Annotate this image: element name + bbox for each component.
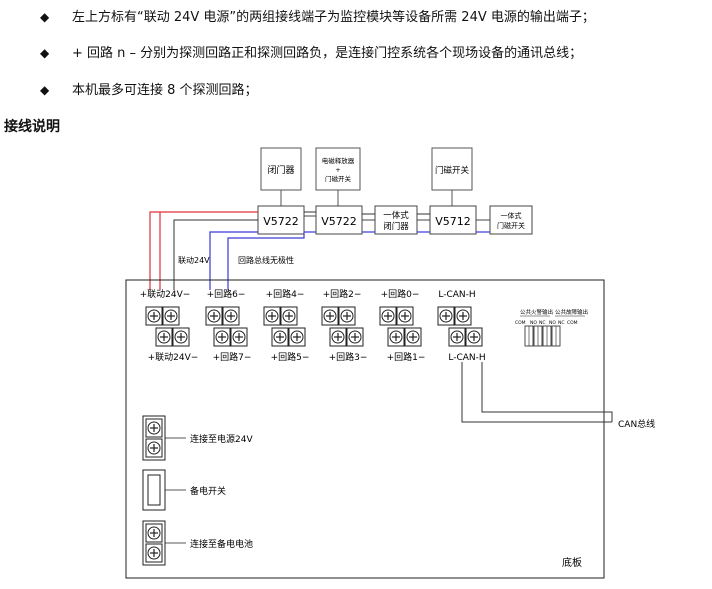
- power-terminal-label: 连接至电源24V: [190, 433, 253, 445]
- svg-text:NO: NO: [549, 320, 556, 326]
- svg-text:COM: COM: [515, 320, 526, 326]
- bullet-item-3: ◆ 本机最多可连接 8 个探测回路；: [40, 81, 258, 100]
- terminal-label-top: +联动24V−: [140, 289, 191, 300]
- terminal-label-bottom: +回路3−: [329, 351, 368, 363]
- bullet-text: + 回路 n – 分别为探测回路正和探测回路负，是连接门控系统各个现场设备的通讯…: [72, 46, 583, 61]
- bullet-item-1: ◆ 左上方标有“联动 24V 电源”的两组接线端子为监控模块等设备所需 24V 电…: [40, 8, 595, 27]
- diamond-bullet-icon: ◆: [40, 46, 50, 60]
- svg-text:公共故障输出: 公共故障输出: [555, 308, 588, 316]
- svg-text:一体式: 一体式: [501, 211, 522, 220]
- svg-text:+: +: [335, 166, 340, 174]
- output-terminals: 公共火警输出 公共故障输出 COM NO NC NO NC COM: [515, 308, 588, 347]
- section-heading: 接线说明: [4, 119, 60, 135]
- device-door-closer: 闭门器: [260, 147, 302, 191]
- battery-terminal: [142, 520, 186, 566]
- svg-text:NO: NO: [530, 320, 537, 326]
- backup-power-switch: [142, 469, 186, 511]
- svg-text:COM: COM: [567, 320, 578, 326]
- svg-text:V5722: V5722: [321, 215, 357, 228]
- svg-text:NC: NC: [558, 320, 565, 326]
- terminal-label-bottom: L-CAN-H: [448, 353, 485, 363]
- terminal-label-bottom: +回路5−: [271, 351, 310, 363]
- device-em-lock-switch: 电磁释放器 + 门磁开关: [315, 147, 361, 191]
- terminal-label-top: +回路0−: [381, 288, 420, 300]
- svg-text:门磁开关: 门磁开关: [497, 221, 525, 230]
- main-board: [125, 279, 605, 579]
- bullet-text: 本机最多可连接 8 个探测回路；: [72, 83, 258, 98]
- device-integrated-switch: 一体式 门磁开关: [489, 205, 533, 235]
- module-v5712: V5712: [429, 205, 477, 235]
- svg-text:V5712: V5712: [435, 215, 471, 228]
- svg-text:V5722: V5722: [263, 215, 299, 228]
- bullet-item-2: ◆ + 回路 n – 分别为探测回路正和探测回路负，是连接门控系统各个现场设备的通…: [40, 44, 582, 63]
- svg-text:闭门器: 闭门器: [267, 164, 294, 176]
- module-v5722-a: V5722: [257, 205, 305, 235]
- svg-text:门磁开关: 门磁开关: [435, 165, 470, 176]
- can-bus-wires: [461, 362, 613, 423]
- can-bus-label: CAN总线: [618, 418, 655, 430]
- terminal-block-bottom: [155, 327, 483, 347]
- device-door-switch: 门磁开关: [431, 147, 473, 191]
- svg-text:公共火警输出: 公共火警输出: [520, 308, 553, 316]
- blue-wires: [209, 231, 490, 290]
- terminal-label-top: +回路6−: [207, 288, 246, 300]
- svg-text:电磁释放器: 电磁释放器: [322, 156, 355, 165]
- svg-text:门磁开关: 门磁开关: [325, 174, 352, 183]
- svg-text:NC: NC: [539, 320, 546, 326]
- linkage24v-wire-label: 联动24V: [178, 255, 210, 265]
- bullet-text: 左上方标有“联动 24V 电源”的两组接线端子为监控模块等设备所需 24V 电源…: [72, 10, 595, 25]
- backup-switch-label: 备电开关: [190, 485, 226, 497]
- device-integrated-closer: 一体式 闭门器: [374, 205, 418, 235]
- black-wires: [173, 211, 430, 290]
- module-v5722-b: V5722: [315, 205, 363, 235]
- svg-text:一体式: 一体式: [383, 210, 409, 221]
- power-terminal: [142, 415, 186, 461]
- terminal-label-bottom: +回路7−: [213, 351, 252, 363]
- diamond-bullet-icon: ◆: [40, 83, 50, 97]
- loop-bus-wire-label: 回路总线无极性: [238, 255, 294, 265]
- diamond-bullet-icon: ◆: [40, 10, 50, 24]
- terminal-label-bottom: +回路1−: [387, 351, 426, 363]
- board-label: 底板: [562, 556, 582, 569]
- red-wires: [149, 211, 258, 290]
- terminal-label-top: L-CAN-H: [438, 290, 475, 300]
- terminal-label-top: +回路4−: [266, 288, 305, 300]
- terminal-label-bottom: +联动24V−: [148, 352, 199, 363]
- terminal-block-top: [145, 306, 472, 326]
- battery-terminal-label: 连接至备电电池: [190, 538, 253, 550]
- terminal-label-top: +回路2−: [323, 288, 362, 300]
- svg-text:闭门器: 闭门器: [383, 221, 409, 232]
